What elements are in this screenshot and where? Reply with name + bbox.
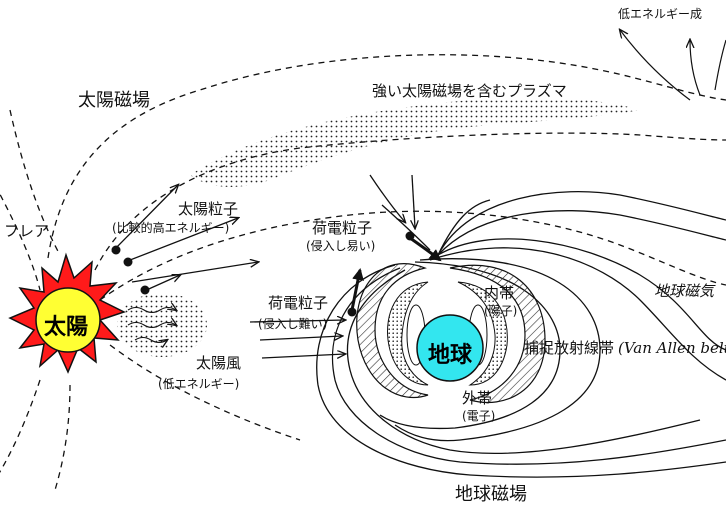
plasma-cloud: [190, 97, 640, 187]
outer-belt-left: [356, 263, 429, 399]
solar-wind-squiggles: [127, 308, 176, 343]
solar-wind-note: (低エネルギー): [158, 377, 240, 391]
earth-magnetosphere-label: 地球磁気: [654, 282, 715, 300]
strong-plasma-label: 強い太陽磁場を含むプラズマ: [372, 82, 567, 100]
inner-belt-note: (陽子): [484, 304, 518, 318]
sun-label: 太陽: [44, 315, 89, 340]
sun-disk: [35, 287, 101, 353]
earth-field-lines: [316, 174, 726, 478]
charged-particles-easy-note: (侵入し易い): [306, 239, 376, 253]
outer-belt-right: [449, 264, 546, 404]
solar-wind-region: [117, 293, 207, 357]
charged-particles-hard-note: (侵入し難い): [258, 317, 328, 331]
solar-magnetic-field-lines: [0, 54, 726, 491]
inner-belt-right: [457, 281, 508, 386]
solar-particle-dots: [111, 245, 150, 295]
low-energy-component-label: 低エネルギー成: [618, 7, 703, 21]
charged-particle-dots: [347, 231, 415, 317]
inner-belt-left: [387, 281, 429, 386]
solar-particles-note: (比較的高エネルギー): [112, 221, 230, 235]
low-energy-arrows: [620, 30, 726, 101]
charged-particle-arrows: [249, 236, 442, 358]
flare-label: フレア: [4, 222, 50, 240]
trapped-radiation-belt-label: 捕捉放射線帯: [524, 339, 615, 357]
van-allen-label: (Van Allen belt): [618, 339, 726, 357]
solar-particles-label: 太陽粒子: [178, 200, 239, 218]
solar-particle-rays: [111, 185, 258, 293]
earth-disk: [416, 314, 484, 382]
solar-wind-label: 太陽風: [196, 354, 242, 372]
solar-magnetic-field-label: 太陽磁場: [78, 90, 150, 111]
outer-belt-label: 外帯: [462, 389, 493, 407]
outer-belt-note: (電子): [462, 409, 496, 423]
inner-belt-label: 内帯: [484, 284, 515, 302]
earth-label: 地球: [428, 343, 473, 368]
charged-particles-hard-label: 荷電粒子: [268, 294, 329, 312]
earth-magnetic-field-label: 地球磁場: [455, 484, 527, 505]
charged-particles-easy-label: 荷電粒子: [312, 219, 373, 237]
